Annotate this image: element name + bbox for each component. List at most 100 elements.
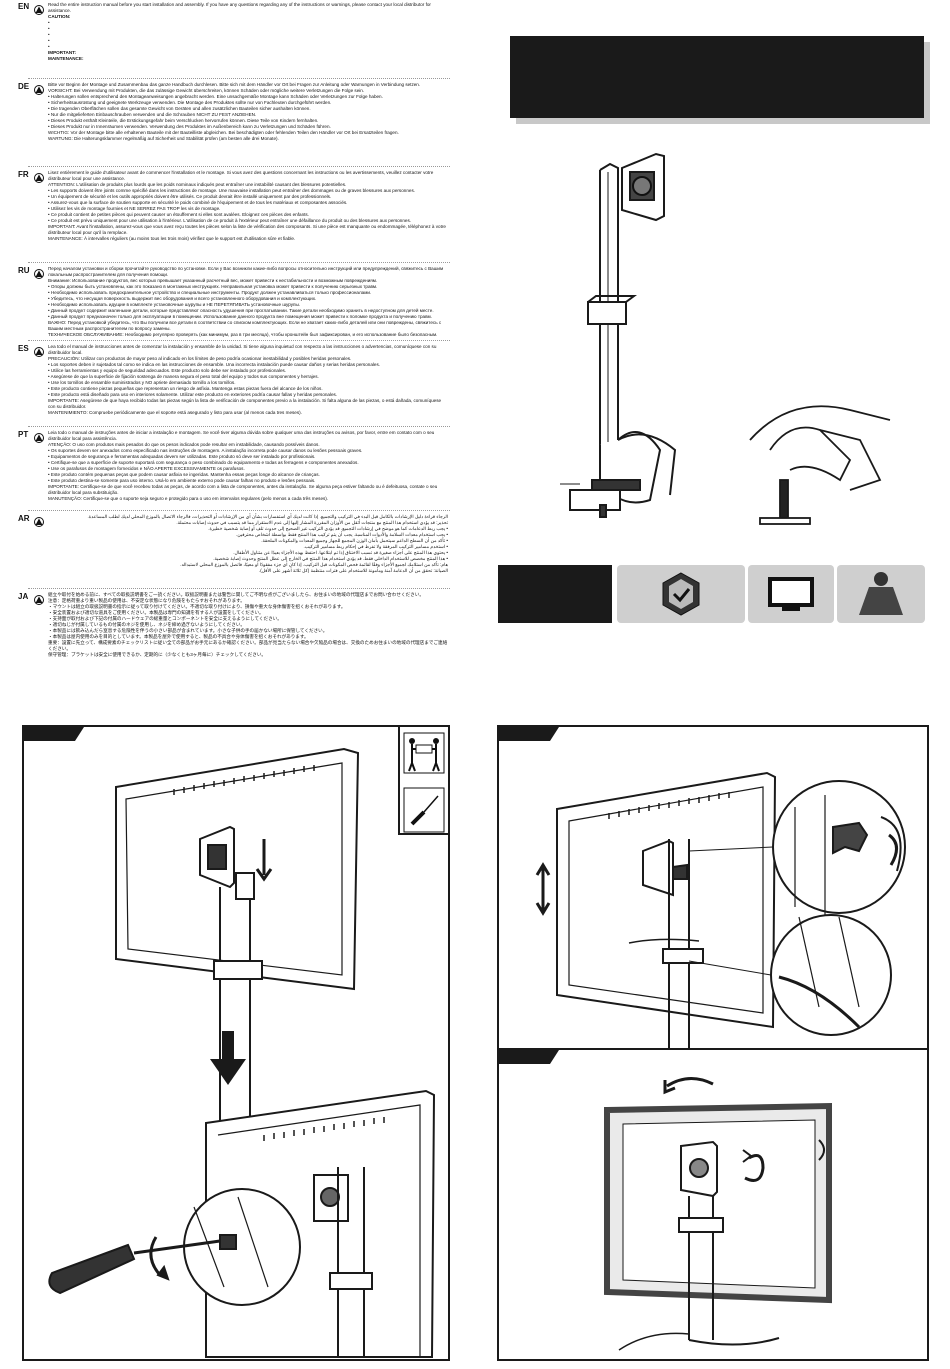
warning-triangle-icon — [34, 344, 44, 362]
text-line: Внимание: Использование продуктов, вес к… — [48, 278, 378, 283]
language-text: الرجاء قراءة دليل الإرشادات بالكامل قبل … — [48, 514, 448, 574]
language-code: ES — [18, 344, 29, 353]
language-text: Lisez entièrement le guide d'utilisateur… — [48, 170, 448, 242]
text-line: • Sicherheitsausrüstung und geeignete We… — [48, 100, 332, 105]
warning-triangle-icon — [34, 170, 44, 188]
warning-triangle-icon — [34, 430, 44, 448]
shield-badge-icon — [662, 572, 700, 616]
text-line: Lisez entièrement le guide d'utilisateur… — [48, 170, 434, 181]
text-line: • Equipamentos de segurança e ferramenta… — [48, 454, 316, 459]
text-line: • — [48, 44, 50, 49]
step-2-panel — [497, 725, 929, 1054]
separator — [28, 510, 450, 511]
step-1-tab — [24, 727, 84, 741]
text-line: IMPORTANT: Avant l'installation, assurez… — [48, 224, 446, 235]
text-line: • Los soportes deben ir sujetados tal co… — [48, 362, 381, 367]
language-text: Bitte vor Beginn der Montage und Zusamme… — [48, 82, 448, 142]
language-text: Перед началом установки и сборки прочита… — [48, 266, 448, 338]
text-line: ・本製品は屋内使用のみを目的としています。本製品を屋外で使用すると、製品の不具合… — [48, 634, 309, 639]
text-line: • Необходимо использовать идущие в компл… — [48, 302, 301, 307]
text-line: • Dieses Produkt nur in Innenräumen verw… — [48, 124, 331, 129]
text-line: • Убедитесь, что несущая поверхность выд… — [48, 296, 317, 301]
text-line: • Utilisez les vis de montage fournies e… — [48, 206, 221, 211]
text-line: الصيانة: تحقق من أن الدعامة آمنة ومأمونة… — [258, 568, 448, 573]
language-code: FR — [18, 170, 29, 179]
separator — [28, 588, 450, 589]
tools-box — [398, 727, 448, 835]
text-line: • Este produto destina-se somente para u… — [48, 478, 316, 483]
text-line: الرجاء قراءة دليل الإرشادات بالكامل قبل … — [87, 514, 448, 519]
text-line: • Nur die mitgelieferten Einbauschrauben… — [48, 112, 257, 117]
text-line: • Este producto contiene piezas pequeñas… — [48, 386, 323, 391]
step-3-tab — [499, 1050, 559, 1064]
text-line: IMPORTANT: — [48, 50, 76, 55]
text-line: • Die tragenden Oberflächen sollen das g… — [48, 106, 311, 111]
text-line: • Les supports doivent être joints comme… — [48, 188, 416, 193]
warning-triangle-icon — [34, 82, 44, 100]
text-line: • Este produto contém pequenas peças que… — [48, 472, 320, 477]
weight-icon — [859, 572, 903, 615]
text-line: WARTUNG: Die Halterungsklammer regelmäßi… — [48, 136, 279, 141]
warning-triangle-icon — [34, 514, 44, 532]
screwdriver-icon — [403, 787, 445, 833]
text-line: • تأكد من أن السطح الداعم سيتحمل بأمان ا… — [261, 538, 448, 543]
text-line: ・マウントは組立の取扱説明書の指示に従って取り付けてください。不適切な取り付けに… — [48, 604, 346, 609]
text-line: MAINTENANCE: À intervalles réguliers (au… — [48, 236, 296, 241]
text-line: • Assurez-vous que la surface de soutien… — [48, 200, 348, 205]
separator — [28, 426, 450, 427]
text-line: • استخدم مسامير التركيب المرفقة ولا تفرط… — [303, 544, 448, 549]
text-line: تحذير: قد يؤدي استخدام هذا المنتج مع منت… — [176, 520, 448, 525]
language-code: RU — [18, 266, 30, 275]
text-line: WICHTIG: Vor der Montage bitte alle erha… — [48, 130, 399, 135]
text-line: PRECAUCIÓN: Utilizar con productos de ma… — [48, 356, 352, 361]
language-text: Leia todo o manual de instruções antes d… — [48, 430, 448, 502]
language-code: JA — [18, 592, 29, 601]
text-line: • Необходимо использовать предохранитель… — [48, 290, 372, 295]
text-line: ATTENTION: L'utilisation de produits plu… — [48, 182, 347, 187]
text-line: • Данный продукт предназначен только для… — [48, 314, 432, 319]
text-line: • هذا المنتج مخصص للاستخدام الداخلي فقط.… — [213, 556, 448, 561]
text-line: 重要：設置に先立って、構成要素のチェックリストに従い全ての部品がお手元にあるか確… — [48, 640, 448, 651]
warning-triangle-icon — [34, 266, 44, 284]
text-line: • — [48, 38, 50, 43]
text-line: • Este producto está diseñado para uso e… — [48, 392, 338, 397]
text-line: • Halterungen sollen entsprechend den Mo… — [48, 94, 383, 99]
monitor-icon — [768, 577, 814, 611]
text-line: ВАЖНО: Перед установкой убедитесь, что В… — [48, 320, 442, 331]
text-line: • Asegúrese de que la superficie de fija… — [48, 374, 319, 379]
feature-box-3 — [748, 565, 834, 623]
text-line: Leia todo o manual de instruções antes d… — [48, 430, 435, 441]
text-line: ATENÇÃO: O uso com produtos mais pesados… — [48, 442, 320, 447]
text-line: • يجب ربط الدعامات كما هو موضح في إرشادا… — [208, 526, 448, 531]
text-line: هام: تأكد من استلامك لجميع الأجزاء وفقًا… — [180, 562, 448, 567]
language-text: 組立や取付を始める前に、すべての取扱説明書をご一読ください。取扱説明書または警告… — [48, 592, 448, 658]
text-line: • — [48, 20, 50, 25]
warning-triangle-icon — [34, 592, 44, 610]
language-code: EN — [18, 2, 30, 11]
text-line: Перед началом установки и сборки прочита… — [48, 266, 444, 277]
text-line: 注意：定格荷重より重い製品の使用は、不安定な状態になり危険をもたらすおそれがあり… — [48, 598, 245, 603]
text-line: Bitte vor Beginn der Montage und Zusamme… — [48, 82, 421, 87]
two-person-lift-icon — [403, 732, 445, 774]
step-2-drawing — [535, 771, 906, 1049]
separator — [28, 166, 450, 167]
language-text: Lea todo el manual de instrucciones ante… — [48, 344, 448, 416]
text-line: • Опоры должны быть установлены, как это… — [48, 284, 378, 289]
step-3-drawing — [604, 1077, 832, 1351]
feature-box-2 — [617, 565, 745, 623]
text-line: • Ce produit contient de petites pièces … — [48, 212, 309, 217]
text-line: MAINTENANCE: — [48, 56, 84, 61]
text-line: ・本製品には飲み込んだら窒息する危険性を伴うの小さい部品が含まれています。小さな… — [48, 628, 328, 633]
text-line: ・安全装置および適切な道具をご使用ください。本製品は専門の知識を有する人が設置を… — [48, 610, 264, 615]
text-line: • Utilice las herramientas y equipo de s… — [48, 368, 287, 373]
text-line: • Dieses Produkt enthält Kleinteile, die… — [48, 118, 319, 123]
language-code: DE — [18, 82, 30, 91]
text-line: • — [48, 32, 50, 37]
text-line: • Certifique-se que a superfície de supo… — [48, 460, 359, 465]
product-illustration — [560, 152, 891, 525]
step-3-panel — [497, 1048, 929, 1361]
text-line: • يجب استخدام معدات السلامة والأدوات الم… — [236, 532, 448, 537]
text-line: MANUTENÇÃO: Certifique-se que o suporte … — [48, 496, 329, 501]
text-line: • يحتوي هذا المنتج على أجزاء صغيرة قد تس… — [233, 550, 448, 555]
step-2-tab — [499, 727, 559, 741]
